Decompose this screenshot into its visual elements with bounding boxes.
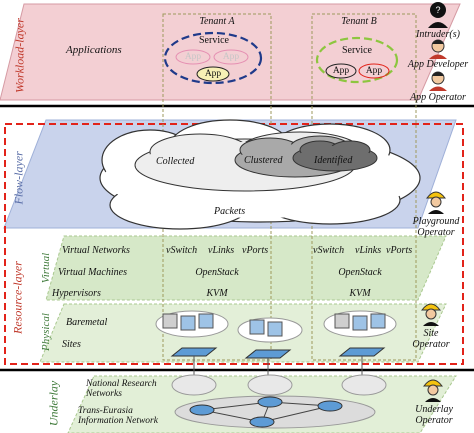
kvm-label: KVM [206,288,228,299]
underlay-operator-icon [422,379,444,402]
tenant-b-service-ellipse [315,36,399,84]
openstack-label: OpenStack [195,267,239,278]
app-label: App [204,69,222,79]
applications-label: Applications [66,44,122,56]
openstack-label: OpenStack [338,267,382,278]
tenant-a-title: Tenant A [199,16,235,27]
app-node [358,63,390,79]
site-operator-label: Site Operator [412,328,450,350]
router-node [257,396,283,408]
router-node [189,404,215,416]
site-switch [244,349,292,359]
app-label: App [332,66,350,76]
flow-layer-label: Flow-layer [11,151,26,205]
intruder-icon: ? [428,2,448,28]
virtual-machines-label: Virtual Machines [58,267,127,278]
kvm-label: KVM [349,288,371,299]
sites-label: Sites [62,339,81,350]
vlinks-label: vLinks [208,245,235,256]
hypervisors-label: Hypervisors [52,288,101,299]
playground-operator-icon [425,191,447,214]
resource-boundary [4,123,464,365]
app-developer-icon [429,39,447,59]
virtual-label: Virtual [40,252,52,284]
app-label: App [184,52,202,62]
router-node [249,416,275,428]
clustered-label: Clustered [244,155,283,166]
underlay-operator-label: Underlay Operator [415,404,453,426]
underlay-cloud [171,374,387,396]
app-node [325,63,357,79]
physical-label: Physical [40,313,52,351]
tenant-a-service-label: Service [199,35,229,46]
app-label: App [365,66,383,76]
vports-label: vPorts [386,245,413,256]
baremetal-cluster [237,317,303,343]
virtual-band [45,235,447,301]
underlay-label: Underlay [46,380,61,427]
app-node [175,49,211,65]
baremetal-cluster [323,310,397,338]
tenant-a-service-ellipse [163,31,263,85]
workload-layer-label: Workload-layer [12,18,27,93]
site-operator-icon [420,303,442,326]
app-label: App [222,52,240,62]
site-switch [170,347,218,357]
vlinks-label: vLinks [355,245,382,256]
resource-layer-label: Resource-layer [10,261,25,334]
app-node [213,49,249,65]
app-operator-label: App Operator [410,92,466,103]
workload-layer-band [0,3,461,101]
playground-operator-label: Playground Operator [412,216,460,238]
underlay-network [174,395,376,429]
virtual-networks-label: Virtual Networks [62,245,130,256]
baremetal-cluster [155,310,229,338]
vswitch-label: vSwitch [166,245,198,256]
tenant-b-title: Tenant B [341,16,377,27]
identified-label: Identified [314,155,353,166]
app-developer-label: App Developer [407,59,469,70]
svg-text:?: ? [435,5,440,15]
trans-eurasia-network-label: Trans-Eurasia Information Network [78,406,158,427]
app-node [196,66,230,82]
app-operator-icon [429,71,447,91]
vswitch-label: vSwitch [313,245,345,256]
national-research-networks-label: National Research Networks [86,379,157,400]
tenant-b-service-label: Service [342,45,372,56]
router-node [317,400,343,412]
collected-label: Collected [156,156,195,167]
packets-label: Packets [214,206,246,217]
intruder-label: Intruder(s) [416,29,460,40]
baremetal-label: Baremetal [66,317,108,328]
site-switch [338,347,386,357]
vports-label: vPorts [242,245,269,256]
